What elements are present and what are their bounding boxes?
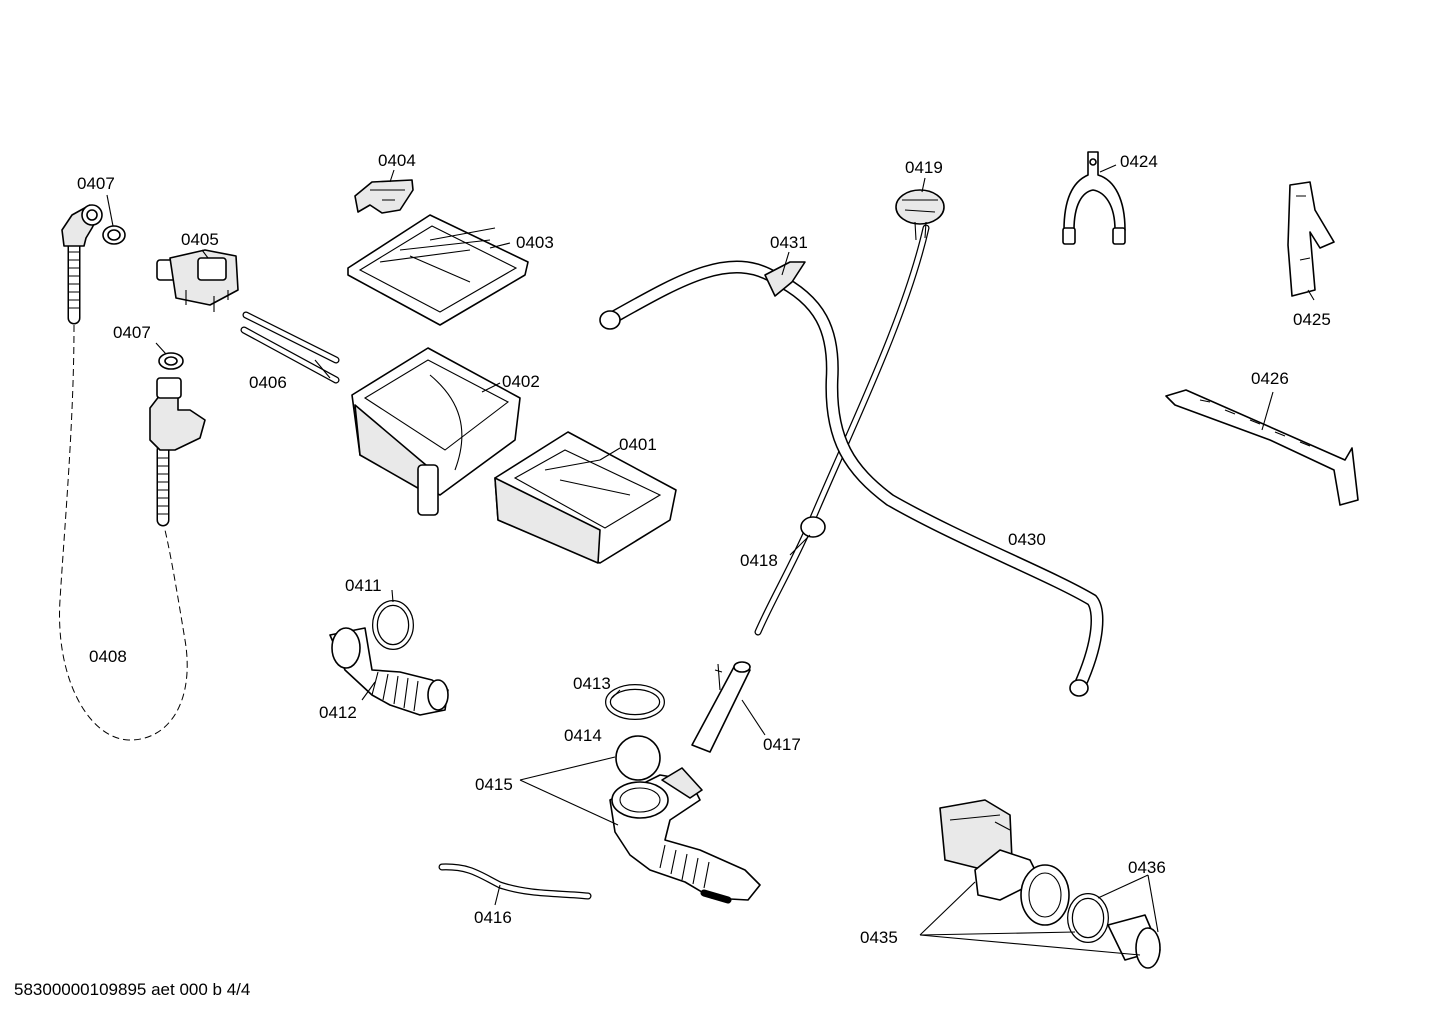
document-id-footer: 58300000109895 aet 000 b 4/4 (14, 980, 251, 999)
part-0412-bellows-hose[interactable] (329, 627, 449, 716)
label-0404: 0404 (378, 151, 416, 170)
part-0405-inlet-valve[interactable] (156, 249, 239, 312)
part-0418-pressure-tube[interactable] (754, 224, 930, 636)
label-0417: 0417 (763, 735, 801, 754)
label-0430: 0430 (1008, 530, 1046, 549)
part-0436-ring-and-filter[interactable] (1067, 893, 1161, 969)
label-0403: 0403 (516, 233, 554, 252)
label-0431: 0431 (770, 233, 808, 252)
part-0402-dispenser-housing[interactable] (351, 347, 521, 516)
part-0416-hose[interactable] (438, 863, 592, 900)
part-0425-bracket[interactable] (1287, 181, 1335, 297)
part-0407-seal-top[interactable] (102, 225, 126, 245)
part-0413-gasket[interactable] (605, 684, 665, 720)
part-0424-y-connector[interactable] (1062, 151, 1126, 245)
part-0411-seal-ring[interactable] (372, 600, 414, 650)
label-0415: 0415 (475, 775, 513, 794)
label-0425: 0425 (1293, 310, 1331, 329)
part-0426-rail[interactable] (1165, 389, 1359, 506)
label-0412: 0412 (319, 703, 357, 722)
part-0430-drain-pipe[interactable] (599, 260, 1104, 697)
label-0416: 0416 (474, 908, 512, 927)
label-0401: 0401 (619, 435, 657, 454)
part-0415-sump-hose[interactable] (609, 767, 761, 904)
part-0408-inlet-hose[interactable] (59, 204, 206, 741)
label-0435: 0435 (860, 928, 898, 947)
label-0402: 0402 (502, 372, 540, 391)
label-0407-top: 0407 (77, 174, 115, 193)
label-0424: 0424 (1120, 152, 1158, 171)
part-0401-detergent-drawer[interactable] (494, 431, 677, 564)
label-0418: 0418 (740, 551, 778, 570)
label-0413: 0413 (573, 674, 611, 693)
label-0406: 0406 (249, 373, 287, 392)
part-0417-air-trap[interactable] (691, 661, 751, 753)
label-0405: 0405 (181, 230, 219, 249)
part-0435-drain-pump[interactable] (939, 799, 1070, 926)
label-0414: 0414 (564, 726, 602, 745)
part-0406-hoses[interactable] (240, 311, 340, 384)
leader-lines (106, 164, 1315, 956)
part-0419-pressure-switch[interactable] (895, 189, 945, 241)
label-0407-mid: 0407 (113, 323, 151, 342)
label-0419: 0419 (905, 158, 943, 177)
label-0436: 0436 (1128, 858, 1166, 877)
label-0408: 0408 (89, 647, 127, 666)
label-0411: 0411 (345, 576, 382, 595)
part-0404-bracket[interactable] (354, 179, 414, 214)
part-0403-dispenser-cover[interactable] (347, 214, 529, 326)
label-0426: 0426 (1251, 369, 1289, 388)
part-0407-seal-mid[interactable] (158, 352, 184, 370)
part-0414-ball[interactable] (615, 735, 661, 781)
